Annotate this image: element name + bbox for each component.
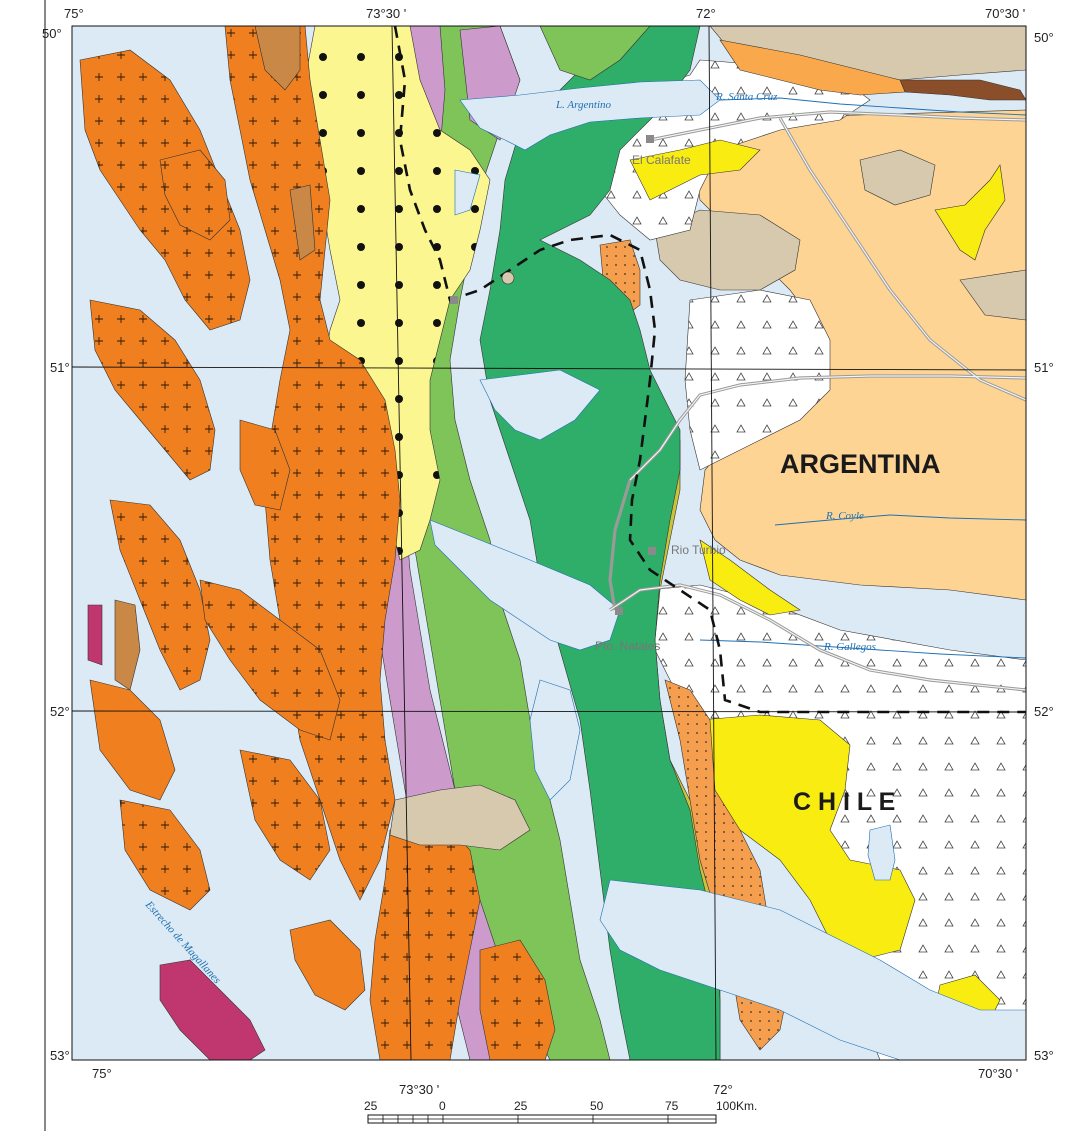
scale-label: 75	[665, 1099, 679, 1113]
town-label-natales: Pto. Natales	[595, 639, 660, 653]
coordinate-labels: 75° 73°30 ' 72° 70°30 ' 75° 73°30 ' 72° …	[42, 6, 1054, 1097]
brown-unit	[899, 79, 1026, 101]
road	[608, 479, 632, 611]
lat-label-left: 52°	[50, 704, 70, 719]
scale-label: 50	[590, 1099, 604, 1113]
lat-label-right: 50°	[1034, 30, 1054, 45]
lon-label-top: 72°	[696, 6, 716, 21]
lat-label-left: 53°	[50, 1048, 70, 1063]
country-label-chile: C H I L E	[793, 788, 895, 816]
lon-label-top: 70°30 '	[985, 6, 1025, 21]
scale-label: 0	[439, 1099, 446, 1113]
lat-label-right: 53°	[1034, 1048, 1054, 1063]
lat-label-left: 51°	[50, 360, 70, 375]
lon-label-top: 73°30 '	[366, 6, 406, 21]
river-santa-cruz	[719, 97, 1026, 116]
lon-label-bottom: 72°	[713, 1082, 733, 1097]
town-marker	[450, 296, 458, 304]
fjord	[529, 679, 581, 801]
roads-inner	[609, 111, 1026, 691]
brown-schist-unit	[114, 599, 141, 691]
lat-label-left: 50°	[42, 26, 62, 41]
river-gallegos	[699, 639, 1026, 659]
magenta-unit	[159, 959, 266, 1060]
fjord	[454, 169, 481, 216]
brown-schist-unit	[289, 184, 316, 261]
brown-schist-unit	[254, 26, 301, 91]
graticule	[72, 26, 1026, 1060]
label-rio-gallegos: R. Gallegos	[823, 641, 876, 653]
lon-label-bottom: 70°30 '	[978, 1066, 1018, 1081]
country-label-argentina: ARGENTINA	[780, 449, 941, 479]
yellow-unit	[934, 164, 1006, 261]
magenta-unit	[87, 604, 103, 666]
town-label-calafate: El Calafate	[632, 153, 691, 167]
label-rio-coyle: R. Coyle	[825, 510, 864, 522]
lon-label-bottom: 75°	[92, 1066, 112, 1081]
granite-unit	[289, 919, 366, 1011]
tan-unit	[859, 149, 936, 206]
town-label-rio-turbio: Rio Turbio	[671, 543, 726, 557]
granite-unit	[89, 679, 176, 801]
glacial-pattern	[685, 290, 830, 470]
granite-pattern	[80, 26, 555, 1060]
map-frame	[71, 25, 1027, 1061]
light-green-unit	[539, 26, 651, 81]
town-marker-natales	[615, 607, 623, 615]
fjord	[479, 369, 601, 441]
label-lago-argentino: L. Argentino	[555, 99, 612, 111]
dotted-yellow-pattern	[305, 26, 490, 560]
lat-label-right: 52°	[1034, 704, 1054, 719]
label-rio-santa-cruz: R. Santa Cruz	[715, 91, 778, 103]
scale-bar: 25 0 25 50 75 100Km.	[364, 1099, 757, 1124]
lon-label-top: 75°	[64, 6, 84, 21]
tan-unit	[654, 209, 801, 291]
fjord	[599, 879, 1026, 1060]
water-bodies	[429, 79, 1026, 1060]
tan-unit	[959, 269, 1026, 321]
orange-strip	[719, 39, 906, 96]
yellow-unit	[699, 539, 801, 616]
scale-label: 100Km.	[716, 1099, 757, 1113]
rivers	[699, 97, 1026, 659]
town-marker-rio-turbio	[648, 547, 656, 555]
international-border	[393, 26, 1026, 714]
town-marker-calafate	[646, 135, 654, 143]
lake	[867, 824, 896, 881]
scale-label: 25	[364, 1099, 378, 1113]
river-coyle	[774, 514, 1026, 526]
fjord	[429, 519, 621, 651]
lago-argentino	[459, 79, 721, 151]
lat-label-right: 51°	[1034, 360, 1054, 375]
scale-label: 25	[514, 1099, 528, 1113]
glacial-pattern	[650, 585, 1026, 1060]
volcano-marker	[501, 271, 515, 285]
map-body	[72, 26, 1026, 1060]
lon-label-bottom: 73°30 '	[399, 1082, 439, 1097]
yellow-unit	[629, 139, 761, 201]
tan-unit	[389, 784, 531, 851]
